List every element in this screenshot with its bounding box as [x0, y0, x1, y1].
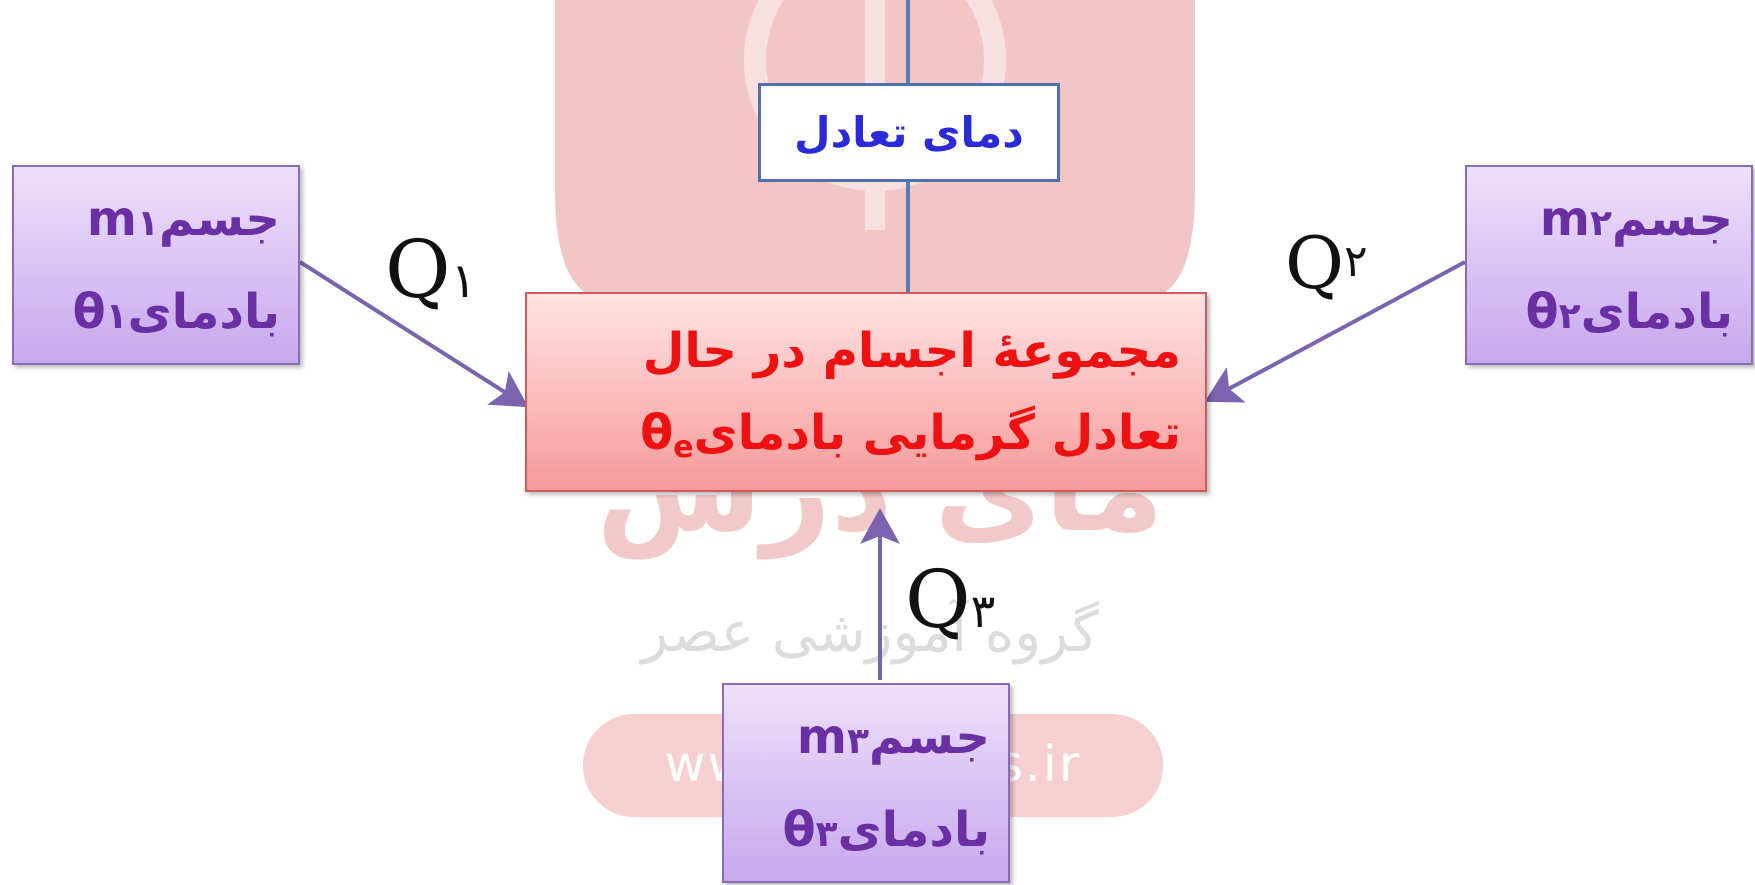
body2-box: m۲جسم θ۲بادمای	[1465, 165, 1753, 365]
center-line1: مجموعهٔ اجسام در حال	[642, 323, 1181, 379]
body1-temp-line: θ۱بادمای	[72, 284, 280, 340]
body1-mass-line: m۱جسم	[86, 191, 280, 247]
center-line2: θeتعادل گرمایی بادمای	[640, 405, 1181, 465]
body3-box: m۳جسم θ۳بادمای	[722, 683, 1010, 883]
q1-label: Q۱	[385, 223, 477, 316]
equilibrium-label: دمای تعادل	[794, 108, 1024, 157]
q2-label: Q۲	[1285, 221, 1368, 305]
body3-mass-line: m۳جسم	[796, 709, 990, 765]
arrow-q2	[1204, 260, 1466, 403]
body1-box: m۱جسم θ۱بادمای	[12, 165, 300, 365]
body3-temp-line: θ۳بادمای	[782, 802, 990, 858]
q3-label: Q۳	[905, 553, 996, 646]
equilibrium-temperature-box: دمای تعادل	[758, 83, 1060, 182]
watermark-group-text: گروه آموزشی عصر	[641, 600, 1099, 665]
body2-mass-line: m۲جسم	[1539, 191, 1733, 247]
arrow-q1	[298, 260, 529, 408]
body2-temp-line: θ۲بادمای	[1525, 284, 1733, 340]
theta-e-symbol: θe	[640, 405, 694, 465]
system-equilibrium-box: مجموعهٔ اجسام در حال θeتعادل گرمایی بادم…	[525, 292, 1207, 492]
